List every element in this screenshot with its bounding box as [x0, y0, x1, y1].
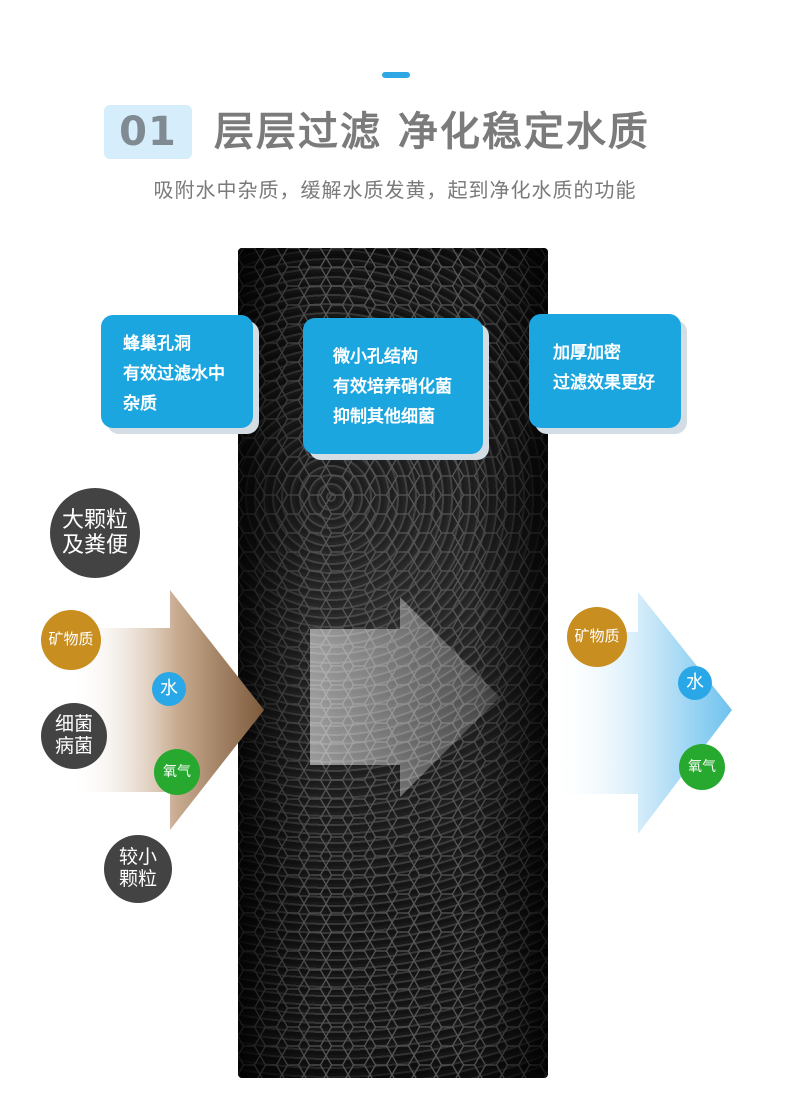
left-input-arrow	[70, 590, 264, 830]
callout-line: 蜂巢孔洞	[123, 334, 191, 354]
top-accent-dash	[382, 72, 410, 78]
callout-line: 有效过滤水中	[123, 364, 225, 384]
circle-label: 矿物质	[574, 627, 620, 646]
callout-line: 抑制其他细菌	[333, 407, 435, 427]
circle-label: 水	[686, 671, 704, 693]
bacteria-circle: 细菌 病菌	[41, 703, 107, 769]
callout-honeycomb: 蜂巢孔洞 有效过滤水中 杂质	[101, 315, 253, 428]
left-water-circle: 水	[152, 672, 186, 706]
left-oxygen-circle: 氧气	[154, 749, 200, 795]
left-minerals-circle: 矿物质	[41, 610, 101, 670]
center-flow-arrow	[310, 597, 500, 797]
circle-label: 病菌	[54, 735, 93, 757]
circle-label: 大颗粒	[61, 507, 128, 533]
callout-line: 微小孔结构	[333, 347, 418, 367]
section-number-badge: 01	[104, 105, 192, 159]
right-minerals-circle: 矿物质	[567, 607, 627, 667]
callout-micro-pores: 微小孔结构 有效培养硝化菌 抑制其他细菌	[303, 318, 483, 454]
large-particles-circle: 大颗粒 及粪便	[50, 488, 140, 578]
page-subtitle: 吸附水中杂质，缓解水质发黄，起到净化水质的功能	[153, 178, 637, 202]
callout-line: 过滤效果更好	[553, 373, 655, 393]
callout-thickened: 加厚加密 过滤效果更好	[529, 314, 681, 428]
circle-label: 较小	[118, 846, 157, 869]
circle-label: 矿物质	[48, 630, 94, 649]
small-particles-circle: 较小 颗粒	[104, 835, 172, 903]
right-oxygen-circle: 氧气	[679, 744, 725, 790]
callout-line: 加厚加密	[553, 343, 621, 363]
page-title: 层层过滤 净化稳定水质	[214, 109, 650, 155]
circle-label: 及粪便	[61, 533, 128, 558]
right-water-circle: 水	[678, 666, 712, 700]
circle-label: 颗粒	[118, 868, 157, 890]
callout-line: 杂质	[123, 394, 157, 414]
callout-line: 有效培养硝化菌	[333, 377, 452, 397]
circle-label: 水	[160, 677, 178, 699]
circle-label: 细菌	[54, 713, 93, 736]
circle-label: 氧气	[688, 758, 716, 775]
circle-label: 氧气	[163, 763, 191, 780]
